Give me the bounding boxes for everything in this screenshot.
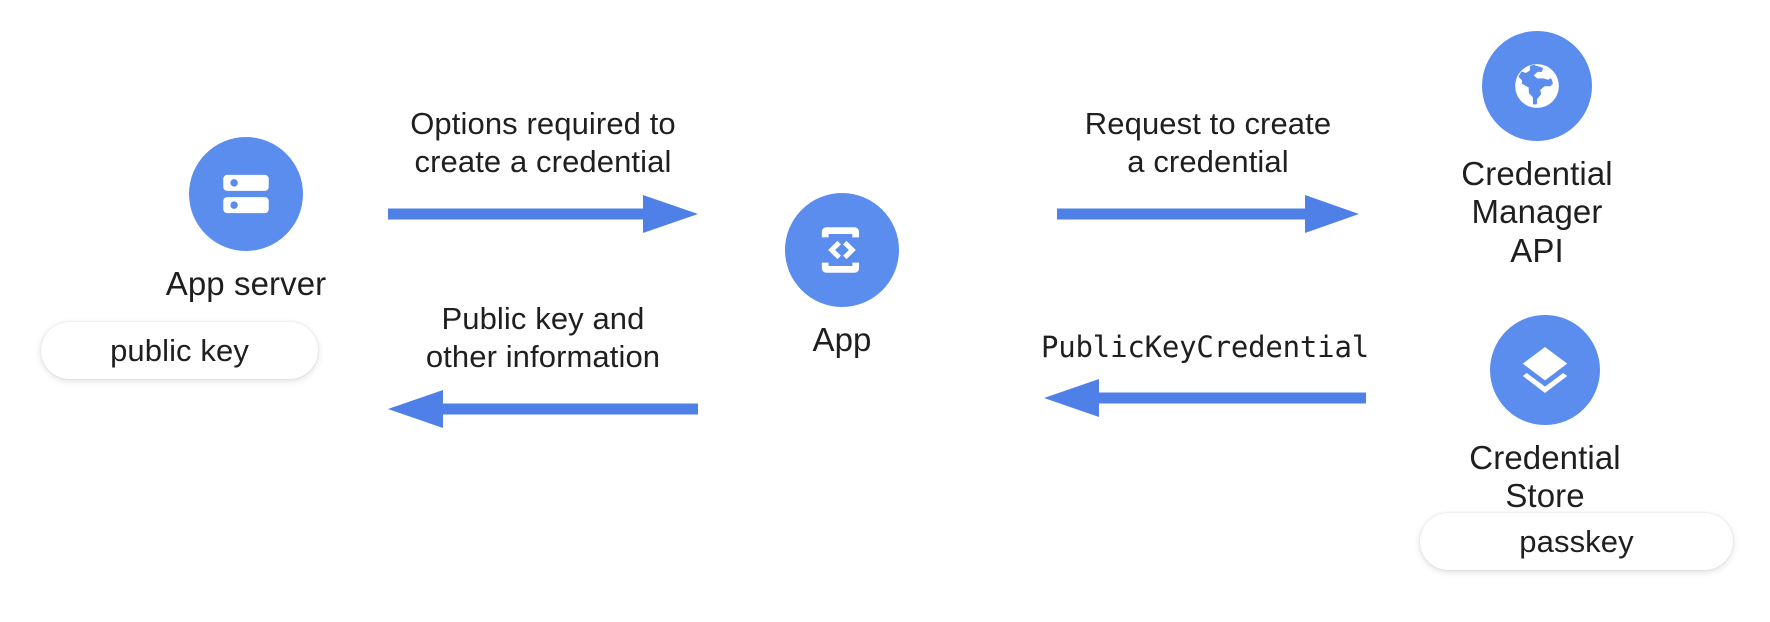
node-app-label: App: [812, 321, 872, 358]
public-key-chip-label: public key: [110, 332, 249, 368]
flow-options-required-label: Options required to create a credential: [410, 106, 676, 179]
passkey-chip-label: passkey: [1519, 523, 1634, 559]
node-app-server: App server: [131, 137, 361, 303]
app-server-circle: [189, 137, 303, 251]
server-icon: [223, 174, 269, 214]
arrow-right-options-required: [388, 191, 698, 237]
arrow-right-icon: [1057, 194, 1359, 233]
public-key-chip: public key: [41, 322, 318, 379]
flow-public-key-credential-label: PublicKeyCredential: [1041, 330, 1369, 364]
flow-public-key-credential: PublicKeyCredential: [1040, 330, 1370, 421]
globe-icon: [1515, 64, 1559, 108]
credential-store-circle: [1490, 315, 1600, 425]
layers-icon: [1522, 347, 1568, 393]
arrow-right-request-to-create: [1057, 191, 1359, 237]
flow-request-to-create-a-credential-label: Request to create a credential: [1084, 106, 1332, 179]
node-credential-manager-api: Credential Manager API: [1461, 31, 1613, 270]
flow-public-key-and-other-information: Public key and other information: [378, 300, 708, 432]
arrow-right-icon: [388, 194, 698, 233]
flow-options-required: Options required to create a credential: [378, 105, 708, 237]
node-app: App: [782, 193, 902, 359]
mobile-code-icon: [821, 227, 860, 273]
arrow-left-public-key-credential: [1044, 375, 1366, 421]
node-credential-manager-api-label: Credential Manager API: [1461, 155, 1613, 269]
app-circle: [785, 193, 899, 307]
credential-manager-api-circle: [1482, 31, 1592, 141]
flow-public-key-and-other-information-label: Public key and other information: [425, 301, 661, 374]
arrow-left-public-key: [388, 386, 698, 432]
flow-request-to-create-a-credential: Request to create a credential: [1053, 105, 1363, 237]
node-credential-store: Credential Store: [1469, 315, 1621, 516]
node-app-server-label: App server: [165, 265, 327, 302]
arrow-left-icon: [1044, 379, 1366, 418]
arrow-left-icon: [388, 389, 698, 428]
passkey-chip: passkey: [1420, 513, 1733, 570]
node-credential-store-label: Credential Store: [1469, 439, 1621, 515]
